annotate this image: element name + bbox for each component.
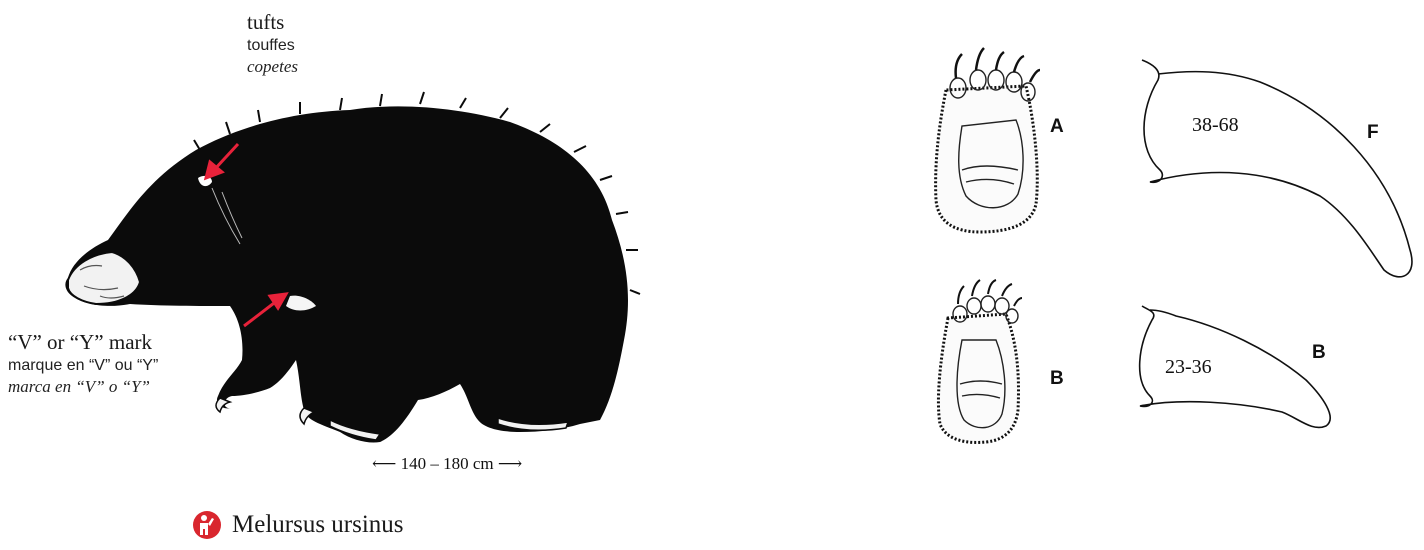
hand-warning-icon xyxy=(192,510,222,540)
tufts-es: copetes xyxy=(247,57,357,77)
tufts-label: tufts touffes copetes xyxy=(247,10,357,77)
mark-es: marca en “V” o “Y” xyxy=(8,377,248,397)
mark-label: “V” or “Y” mark marque en “V” ou “Y” mar… xyxy=(8,330,248,397)
front-claw-outline xyxy=(1142,60,1412,277)
back-claw-letter: B xyxy=(1312,342,1326,364)
species-name: Melursus ursinus xyxy=(232,511,404,539)
front-paw-print xyxy=(936,48,1040,232)
mark-fr: marque en “V” ou “Y” xyxy=(8,357,248,375)
tufts-en: tufts xyxy=(247,10,357,35)
body-length-label: ⟵ 140 – 180 cm ⟶ xyxy=(372,454,522,474)
front-paw-letter: A xyxy=(1050,116,1064,138)
hind-paw-print xyxy=(938,280,1022,442)
front-claw-letter: F xyxy=(1367,122,1379,144)
species-row: Melursus ursinus xyxy=(192,510,404,540)
hind-paw-letter: B xyxy=(1050,368,1064,390)
mark-en: “V” or “Y” mark xyxy=(8,330,248,355)
back-claw-range: 23-36 xyxy=(1165,356,1212,379)
tufts-fr: touffes xyxy=(247,37,357,55)
front-claw-range: 38-68 xyxy=(1192,114,1239,137)
